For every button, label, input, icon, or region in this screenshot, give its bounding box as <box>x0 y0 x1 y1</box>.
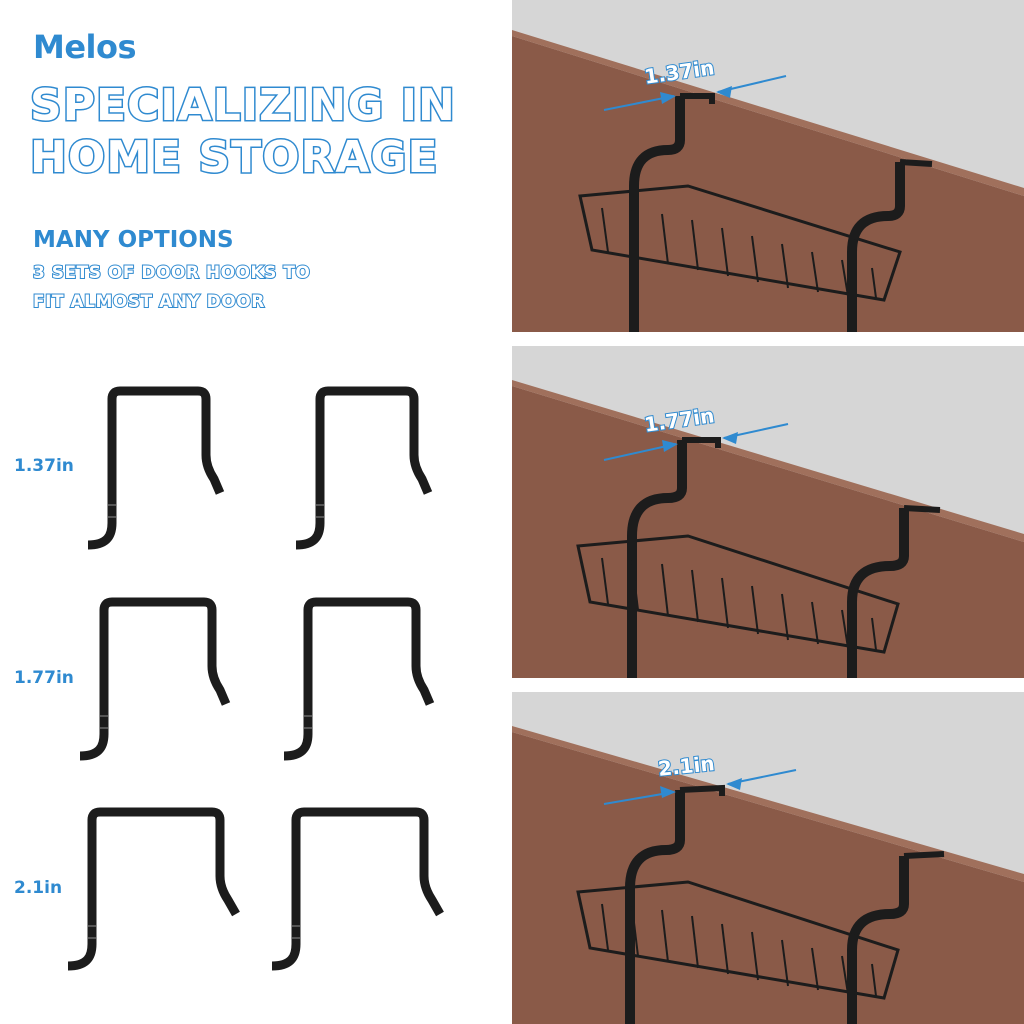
size-label-1: 1.37in <box>14 456 74 476</box>
options-line-1: 3 SETS OF DOOR HOOKS TO <box>32 262 311 284</box>
door-photo-3: 2.1in <box>512 692 1024 1024</box>
hook-icon-large-left <box>67 807 240 971</box>
hook-icon-small-left <box>87 386 225 550</box>
size-label-3: 2.1in <box>14 878 63 898</box>
hook-icon-small-right <box>295 386 433 550</box>
options-line-2: FIT ALMOST ANY DOOR <box>32 291 265 313</box>
hook-icon-medium-left <box>79 597 231 761</box>
size-label-2: 1.77in <box>14 668 74 688</box>
door-photo-1: 1.37in <box>512 0 1024 332</box>
door-photo-2: 1.77in <box>512 346 1024 678</box>
headline-line-2: HOME STORAGE <box>29 131 440 185</box>
brand-name: Melos <box>33 28 137 66</box>
hook-icon-large-right <box>271 807 444 971</box>
headline-line-1: SPECIALIZING IN <box>29 79 457 133</box>
hook-icon-medium-right <box>283 597 435 761</box>
options-title: MANY OPTIONS <box>33 227 234 253</box>
